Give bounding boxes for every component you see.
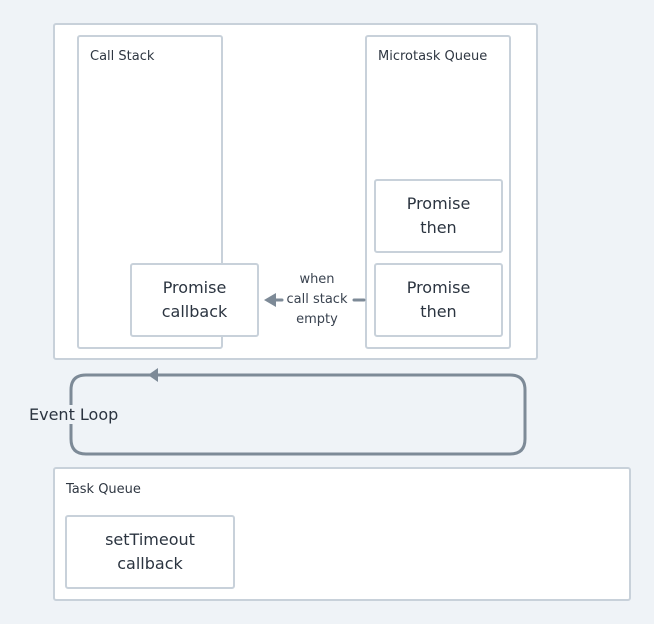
microtask-card-line: Promise [406,194,471,213]
event-loop-label: Event Loop [27,405,121,424]
call-stack-card-line: Promise [162,278,227,297]
note-line: call stack [286,292,348,307]
microtask-card: Promise then [374,179,503,253]
microtask-card-line: then [420,218,457,237]
call-stack-card: Promise callback [130,263,259,337]
microtask-card-line: then [420,302,457,321]
transfer-arrow-head [264,293,276,307]
microtask-card-line: Promise [406,278,471,297]
task-queue-card: setTimeout callback [65,515,235,589]
transfer-condition-note: when call stack empty [276,270,358,330]
microtask-queue-title: Microtask Queue [378,49,488,64]
call-stack-title: Call Stack [90,49,155,64]
note-line: empty [296,312,338,327]
microtask-card: Promise then [374,263,503,337]
event-loop-path [69,373,527,456]
note-line: when [299,272,335,287]
task-card-line: setTimeout [105,530,195,549]
call-stack-card-line: callback [161,302,228,321]
task-queue-title: Task Queue [66,482,141,497]
event-loop-arrow-head [148,368,158,382]
task-card-line: callback [117,554,183,573]
